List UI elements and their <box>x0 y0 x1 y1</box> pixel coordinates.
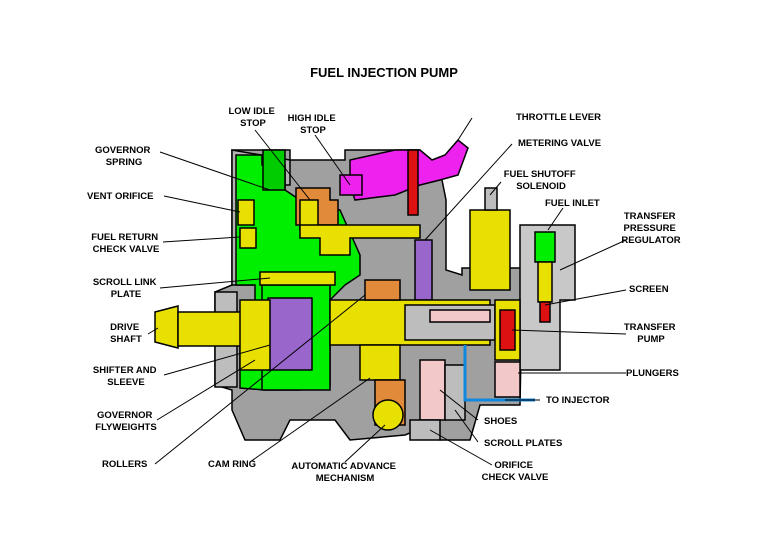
label-cam-ring: CAM RING <box>208 459 256 470</box>
throttle-shaft <box>407 149 419 216</box>
scroll-link-plate-part <box>259 271 336 286</box>
cam-ring-part <box>359 344 401 381</box>
rollers-part <box>364 279 401 301</box>
label-orifice-check-valve: ORIFICE CHECK VALVE <box>482 460 549 483</box>
orifice-check-valve-part <box>409 419 441 441</box>
label-low-idle-stop: LOW IDLE STOP <box>228 106 277 129</box>
fuel-return-check-valve-part <box>239 227 257 249</box>
label-rollers: ROLLERS <box>102 459 147 470</box>
leader-metering-valve <box>424 143 513 241</box>
leader-shoes <box>439 389 479 421</box>
drive-shaft-part <box>154 305 179 349</box>
label-governor-flyweights: GOVERNOR FLYWEIGHTS <box>95 410 156 433</box>
governor-linkage <box>299 224 421 256</box>
plungers-part <box>494 361 521 398</box>
label-transfer-pressure-regulator: TRANSFER PRESSURE REGULATOR <box>621 211 680 246</box>
label-to-injector: TO INJECTOR <box>546 395 610 406</box>
fuel-inlet-fitting <box>534 231 556 263</box>
drive-shaft-body <box>177 311 249 347</box>
leader-transfer-pressure-regulator <box>559 239 627 271</box>
metering-valve-part <box>414 239 433 301</box>
leader-vent-orifice <box>163 195 241 213</box>
leader-low-idle-stop <box>254 129 311 201</box>
leader-governor-flyweights <box>156 359 256 421</box>
scroll-plates-part <box>444 364 466 421</box>
governor-spring-column <box>262 149 286 191</box>
vent-orifice-part <box>237 199 255 226</box>
label-scroll-link-plate: SCROLL LINK PLATE <box>93 277 159 300</box>
leader-cam-ring <box>249 377 371 463</box>
label-automatic-advance-mechanism: AUTOMATIC ADVANCE MECHANISM <box>291 461 398 484</box>
leader-rollers <box>154 294 366 465</box>
label-fuel-inlet: FUEL INLET <box>545 198 600 209</box>
label-drive-shaft: DRIVE SHAFT <box>110 322 142 345</box>
shoes-part <box>419 359 446 421</box>
high-idle-stop-part <box>339 174 363 196</box>
label-transfer-pump: TRANSFER PUMP <box>624 322 678 345</box>
solenoid-terminal <box>484 187 498 211</box>
callout-labels: LOW IDLE STOP HIGH IDLE STOP THROTTLE LE… <box>87 106 681 484</box>
leader-lines <box>147 117 627 466</box>
leader-governor-spring <box>159 151 271 191</box>
leader-scroll-plates <box>454 409 479 443</box>
screen-part <box>539 301 551 323</box>
leader-scroll-link-plate <box>159 277 271 289</box>
label-metering-valve: METERING VALVE <box>518 138 601 149</box>
leader-automatic-advance <box>344 424 386 463</box>
label-vent-orifice: VENT ORIFICE <box>87 191 154 202</box>
leader-fuel-inlet <box>547 207 564 231</box>
leader-fuel-return-check-valve <box>162 236 241 243</box>
fuel-shutoff-solenoid-part <box>469 209 511 291</box>
pump-cutaway-drawing <box>154 138 576 441</box>
leader-shifter-and-sleeve <box>163 344 271 376</box>
leader-throttle-lever <box>457 117 473 141</box>
label-fuel-shutoff-solenoid: FUEL SHUTOFF SOLENOID <box>504 169 579 192</box>
diagram-title: FUEL INJECTION PUMP <box>310 65 458 80</box>
label-screen: SCREEN <box>629 284 669 295</box>
label-throttle-lever: THROTTLE LEVER <box>516 112 601 123</box>
label-shoes: SHOES <box>484 416 517 427</box>
label-fuel-return-check-valve: FUEL RETURN CHECK VALVE <box>91 232 161 255</box>
leader-drive-shaft <box>147 327 159 335</box>
leader-orifice-check-valve <box>429 429 493 466</box>
label-scroll-plates: SCROLL PLATES <box>484 438 562 449</box>
plunger-bore <box>429 309 491 323</box>
automatic-advance-mechanism-part <box>372 399 404 431</box>
governor-flyweights-part <box>239 299 271 371</box>
label-shifter-and-sleeve: SHIFTER AND SLEEVE <box>93 365 159 388</box>
transfer-regulator-spring <box>537 261 553 303</box>
label-governor-spring: GOVERNOR SPRING <box>95 145 153 168</box>
leader-transfer-pump <box>511 329 627 335</box>
leader-screen <box>544 289 627 306</box>
label-plungers: PLUNGERS <box>626 368 679 379</box>
leader-fuel-shutoff-solenoid <box>489 181 502 196</box>
leader-high-idle-stop <box>314 134 351 186</box>
label-high-idle-stop: HIGH IDLE STOP <box>288 113 339 136</box>
shifter-sleeve-part <box>267 297 313 371</box>
